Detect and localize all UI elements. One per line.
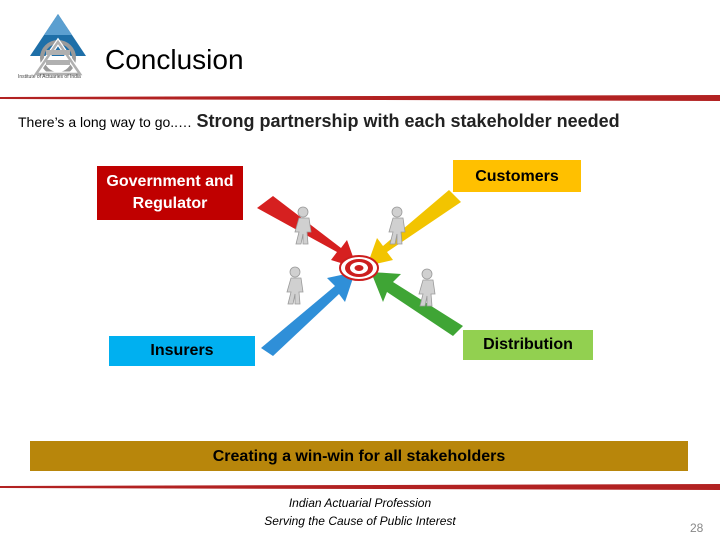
person-icon [294,206,312,245]
footer: Indian Actuarial Profession Serving the … [230,494,490,530]
person-icon [388,206,406,245]
insurers-box: Insurers [109,336,255,366]
win-win-banner: Creating a win-win for all stakeholders [30,441,688,471]
subtitle-lead: There’s a long way to go..… [18,114,193,130]
customers-box: Customers [453,160,581,192]
distribution-box: Distribution [463,330,593,360]
person-icon [286,266,304,305]
bottom-divider [0,484,720,490]
government-regulator-box: Government and Regulator [97,166,243,220]
top-divider [0,95,720,101]
subtitle-main: Strong partnership with each stakeholder… [196,111,620,131]
slide-title: Conclusion [105,44,244,75]
converging-arrows-illustration [257,190,463,356]
person-icon [418,268,436,307]
logo-emblem-icon [30,14,86,77]
green-arrow [371,272,463,336]
slide-subtitle: There’s a long way to go..… Strong partn… [18,110,708,134]
footer-line-2: Serving the Cause of Public Interest [264,514,456,528]
logo-caption: Institute of Actuaries of India [18,74,81,80]
yellow-arrow [367,190,461,266]
page-number: 28 [690,521,704,535]
blue-arrow [261,272,355,356]
footer-line-1: Indian Actuarial Profession [288,496,432,510]
target-icon [339,255,379,281]
